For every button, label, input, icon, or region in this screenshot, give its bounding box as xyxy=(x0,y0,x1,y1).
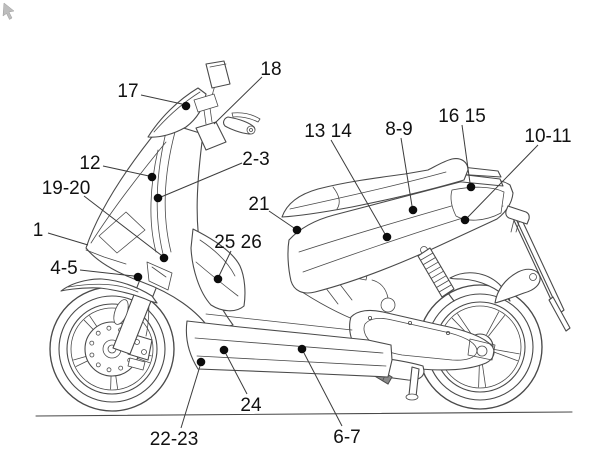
front-wheel xyxy=(49,286,175,412)
leader-line-21 xyxy=(268,210,295,229)
callout-label-24: 24 xyxy=(240,395,262,416)
leader-line-18 xyxy=(213,76,263,125)
callout-dot-4-5 xyxy=(133,272,143,282)
callout-dot-10-11 xyxy=(460,215,470,225)
rear-fender xyxy=(449,272,511,302)
callout-dot-24 xyxy=(219,345,229,355)
callout-label-1: 1 xyxy=(33,220,44,241)
leader-line-10-11 xyxy=(467,144,539,218)
callout-dot-13 14 xyxy=(382,232,392,242)
leader-line-22-23 xyxy=(180,365,201,429)
turn-signal xyxy=(505,205,530,233)
callout-label-18: 18 xyxy=(260,59,281,80)
callout-dot-19-20 xyxy=(159,253,169,263)
leader-line-16 15 xyxy=(461,124,471,184)
leader-line-12 xyxy=(102,165,150,177)
callout-dot-17 xyxy=(181,101,191,111)
callout-label-12: 12 xyxy=(79,153,100,174)
callout-dot-22-23 xyxy=(196,357,206,367)
leader-line-19-20 xyxy=(83,195,162,256)
callout-dot-16 15 xyxy=(466,182,476,192)
callout-dot-21 xyxy=(292,225,302,235)
shock-absorber xyxy=(417,246,455,302)
leader-line-25 26 xyxy=(218,250,232,277)
callout-label-4-5: 4-5 xyxy=(50,258,77,279)
glove-panel xyxy=(190,228,246,312)
leader-line-6-7 xyxy=(303,352,343,427)
callout-dot-25 26 xyxy=(213,274,223,284)
underbody-panel xyxy=(185,313,393,378)
callout-dot-8-9 xyxy=(408,205,418,215)
handlebar xyxy=(193,93,261,151)
leader-line-4-5 xyxy=(79,269,135,277)
callout-label-16 15: 16 15 xyxy=(438,106,486,127)
shock-coil xyxy=(420,252,452,293)
callout-layer: 17 18 12 2-3 19-20 1 4-5 25 26 21 13 14 8-9 16 15 10… xyxy=(33,59,572,450)
callout-label-6-7: 6-7 xyxy=(333,427,360,448)
callout-label-2-3: 2-3 xyxy=(242,149,269,170)
callout-label-8-9: 8-9 xyxy=(385,119,412,140)
leader-line-8-9 xyxy=(400,137,413,207)
callout-dot-6-7 xyxy=(297,344,307,354)
ground-line xyxy=(35,411,573,417)
callout-label-13 14: 13 14 xyxy=(304,121,352,142)
tail-panel xyxy=(287,178,514,294)
callout-label-25 26: 25 26 xyxy=(214,232,262,253)
mirror xyxy=(205,60,231,97)
cursor-icon xyxy=(2,2,15,20)
seat xyxy=(281,158,469,218)
leader-line-17 xyxy=(140,94,183,105)
leader-line-1 xyxy=(47,232,89,246)
callout-label-17: 17 xyxy=(117,81,138,102)
brake-lever xyxy=(231,112,261,123)
leader-line-24 xyxy=(225,353,248,395)
callout-dot-2-3 xyxy=(153,193,163,203)
callout-label-19-20: 19-20 xyxy=(42,178,91,199)
leader-line-13 14 xyxy=(330,139,386,235)
callout-dot-12 xyxy=(147,172,157,182)
callout-label-21: 21 xyxy=(248,194,269,215)
leader-line-2-3 xyxy=(160,162,243,198)
callout-label-22-23: 22-23 xyxy=(150,429,199,450)
callout-label-10-11: 10-11 xyxy=(524,126,571,147)
front-fender xyxy=(60,278,158,304)
